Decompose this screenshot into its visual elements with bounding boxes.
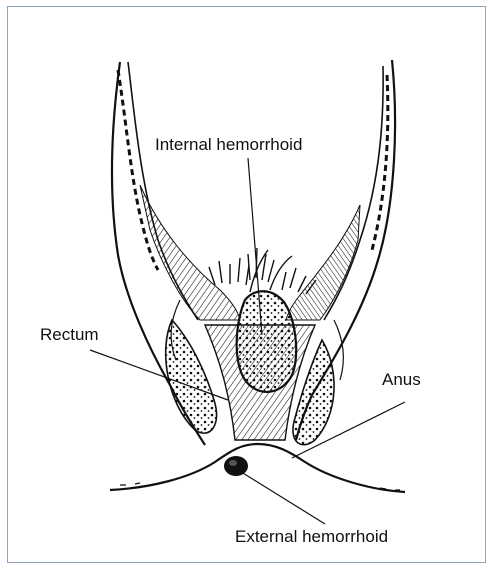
- mucosal-folds: [209, 248, 316, 294]
- rectal-mucosa-right: [286, 205, 360, 320]
- label-internal-hemorrhoid: Internal hemorrhoid: [155, 135, 302, 154]
- sphincter-left: [166, 320, 217, 433]
- leader-rectum: [90, 350, 228, 400]
- rectal-mucosa-left: [140, 185, 240, 320]
- perianal-skin: [110, 444, 405, 492]
- label-anus: Anus: [382, 370, 421, 389]
- external-hemorrhoid-mass: [224, 456, 248, 476]
- label-rectum: Rectum: [40, 325, 99, 344]
- leader-external-hemorrhoid: [238, 470, 325, 524]
- label-external-hemorrhoid: External hemorrhoid: [235, 527, 388, 546]
- internal-hemorrhoid-mass: [237, 291, 296, 392]
